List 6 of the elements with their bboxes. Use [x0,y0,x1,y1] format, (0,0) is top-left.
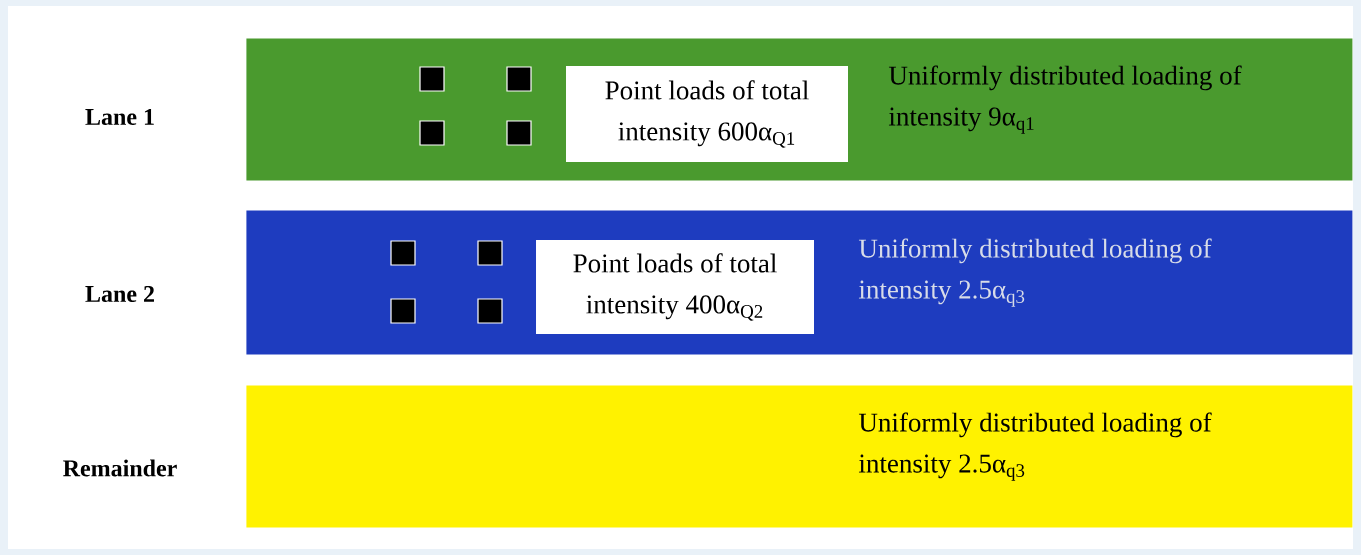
point-load-box: Point loads of total intensity 400α$_{Q2}$ [536,240,814,334]
lane-label: Remainder [63,459,177,477]
lane-label: Lane 1 [85,108,154,125]
lane-band: Uniformly distributed loading of intensity 2.5α$_{q3}$ [246,385,1353,528]
point-load-box: Point loads of total intensity 600α$_{Q1}$ [566,66,848,162]
lane-label: Lane 2 [85,285,154,303]
